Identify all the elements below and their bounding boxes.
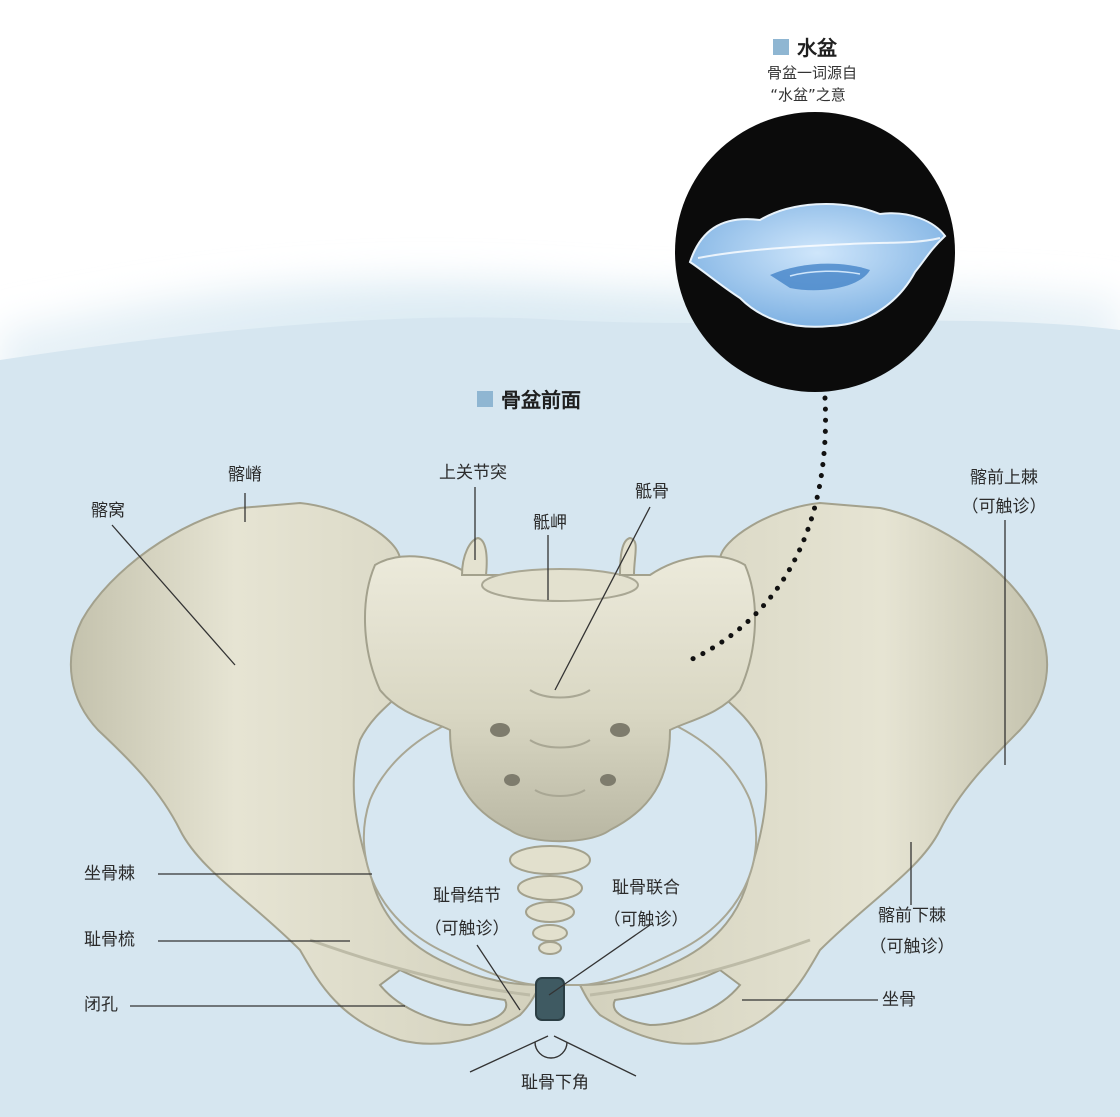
sacrum-bone — [364, 536, 756, 843]
inset-title: 水盆 — [773, 32, 837, 61]
right-hip-bone — [578, 501, 1048, 1045]
inset-title-square — [773, 38, 789, 55]
label-subpubic-angle: 耻骨下角 — [521, 1073, 589, 1093]
label-sacrum: 骶骨 — [635, 482, 669, 502]
label-asis-line1: 髂前上棘 — [970, 468, 1038, 488]
label-iliac-crest: 髂嵴 — [228, 465, 262, 485]
inset-caption-line2: “水盆”之意 — [770, 86, 846, 104]
dotted-connector — [683, 395, 828, 665]
label-asis-line2: （可触诊） — [961, 497, 1047, 517]
water-basin-icon — [688, 202, 947, 328]
label-pubic-symphysis-line1: 耻骨联合 — [612, 878, 680, 898]
label-pectineal-line: 耻骨梳 — [84, 930, 135, 950]
main-title-text: 骨盆前面 — [501, 388, 581, 412]
main-title: 骨盆前面 — [477, 384, 581, 413]
main-title-square — [477, 390, 493, 407]
label-aiis-line1: 髂前下棘 — [878, 906, 946, 926]
label-ischium: 坐骨 — [882, 990, 916, 1010]
leader-lines — [111, 487, 1006, 1077]
subpubic-angle-arc — [534, 1041, 568, 1059]
label-promontory: 骶岬 — [533, 513, 567, 533]
label-superior-articular-process: 上关节突 — [439, 463, 507, 483]
label-aiis-line2: （可触诊） — [869, 937, 955, 957]
inset-caption-line1: 骨盆一词源自 — [766, 64, 858, 82]
label-pubic-symphysis-line2: （可触诊） — [603, 910, 689, 930]
coccyx-bone — [509, 845, 591, 955]
label-pubic-tubercle-line2: （可触诊） — [424, 919, 510, 939]
pubic-symphysis-cartilage — [535, 977, 565, 1021]
label-obturator-foramen: 闭孔 — [84, 995, 118, 1015]
label-ischial-spine: 坐骨棘 — [84, 864, 135, 884]
inset-title-text: 水盆 — [797, 36, 837, 60]
water-basin-inset — [675, 112, 955, 392]
label-iliac-fossa: 髂窝 — [91, 501, 125, 521]
label-pubic-tubercle-line1: 耻骨结节 — [433, 886, 501, 906]
